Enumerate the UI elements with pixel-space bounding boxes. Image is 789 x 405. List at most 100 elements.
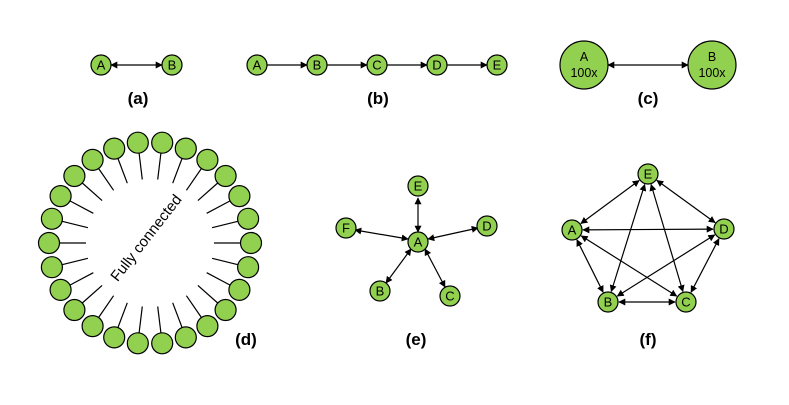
ring-spoke (117, 302, 128, 328)
ring-node (40, 256, 64, 279)
ring-node (63, 164, 86, 188)
ring-node (237, 207, 260, 230)
ring-spoke (211, 257, 239, 266)
caption-c: (c) (638, 89, 659, 108)
node-e-E: E (407, 175, 429, 197)
panel-d: Fully connected (d) (37, 131, 263, 355)
node-f-B: B (597, 291, 619, 313)
ring-node (237, 256, 260, 279)
ring-spoke (138, 153, 143, 180)
ring-node (40, 207, 64, 230)
node-f-C: C (675, 291, 697, 313)
edge-e-A-B (385, 248, 412, 284)
ring-node (214, 298, 237, 322)
node-f-E: E (637, 163, 659, 185)
ring-node (49, 185, 72, 208)
node-e-B-label: B (376, 284, 385, 299)
ring-node (126, 131, 149, 154)
node-e-F: F (335, 217, 357, 239)
node-e-B: B (369, 280, 391, 302)
node-a-A-label: A (97, 58, 106, 73)
ring-node (214, 164, 237, 188)
edge-f-D-E (656, 179, 716, 224)
node-e-C-label: C (445, 289, 454, 304)
edge-f-C-D (690, 238, 720, 293)
node-c-B-sublabel: 100x (698, 66, 726, 80)
ring-spoke (81, 182, 103, 202)
caption-b: (b) (367, 89, 389, 108)
node-e-D: D (476, 215, 498, 237)
node-b-B-label: B (313, 58, 322, 73)
caption-a: (a) (128, 89, 149, 108)
ring-spoke (211, 220, 239, 229)
ring-spoke (172, 302, 183, 328)
ring-spoke (81, 284, 103, 304)
edge-f-A-E (580, 180, 640, 224)
edge-e-A-D (427, 225, 479, 242)
ring-node (63, 298, 86, 322)
pentagon-edges (576, 179, 720, 306)
node-b-C-label: C (372, 58, 381, 73)
node-f-B-label: B (604, 295, 613, 310)
edge-e-A-F (354, 227, 409, 242)
node-b-D: D (426, 54, 448, 76)
ring-node (174, 137, 197, 160)
ring-spoke (185, 168, 202, 191)
node-b-E-label: E (493, 58, 502, 73)
ring-nodes (37, 131, 263, 355)
ring-spoke (197, 284, 219, 304)
panel-e: A B C D E F (e) (335, 175, 498, 349)
node-b-A-label: A (253, 58, 262, 73)
node-a-B: B (161, 54, 183, 76)
node-b-C: C (366, 54, 388, 76)
fully-connected-label: Fully connected (107, 192, 185, 285)
ring-spoke (206, 272, 231, 286)
node-a-B-label: B (168, 58, 177, 73)
caption-e: (e) (406, 330, 427, 349)
node-c-A-sublabel: 100x (570, 66, 598, 80)
ring-spoke (197, 182, 219, 202)
node-e-C: C (439, 285, 461, 307)
node-e-E-label: E (414, 179, 423, 194)
ring-node (151, 332, 174, 355)
caption-f: (f) (640, 330, 657, 349)
ring-node (37, 231, 61, 255)
ring-spoke (138, 306, 143, 333)
node-c-B: B 100x (687, 40, 737, 90)
ring-spoke (172, 158, 183, 184)
node-b-B: B (306, 54, 328, 76)
ring-node (151, 131, 174, 154)
ring-node (196, 148, 219, 171)
ring-spoke (69, 200, 94, 214)
ring-node (81, 315, 104, 338)
panel-b: A B C D E (b) (246, 54, 508, 108)
ring-node (81, 148, 104, 171)
ring-spoke (117, 158, 128, 184)
node-e-A-label: A (414, 235, 423, 250)
ring-spoke (157, 153, 162, 180)
node-b-A: A (246, 54, 268, 76)
ring-node (49, 278, 72, 301)
node-f-C-label: C (681, 295, 690, 310)
ring-node (126, 332, 149, 355)
ring-node (228, 278, 251, 301)
node-b-E: E (486, 54, 508, 76)
edge-f-A-C (580, 235, 678, 297)
edge-f-B-E (609, 183, 647, 293)
ring-spoke (61, 220, 89, 229)
node-f-A: A (561, 219, 583, 241)
ring-node (196, 315, 219, 338)
panel-c: A 100x B 100x (c) (559, 40, 737, 108)
node-f-D-label: D (719, 222, 728, 237)
node-a-A: A (90, 54, 112, 76)
node-f-E-label: E (644, 167, 653, 182)
node-c-B-label: B (708, 50, 716, 64)
ring-spoke (185, 295, 202, 318)
ring-spoke (61, 257, 89, 266)
ring-spoke (206, 200, 231, 214)
caption-d: (d) (235, 330, 257, 349)
ring-spoke (157, 306, 162, 333)
ring-node (239, 231, 263, 255)
ring-node (174, 326, 197, 349)
